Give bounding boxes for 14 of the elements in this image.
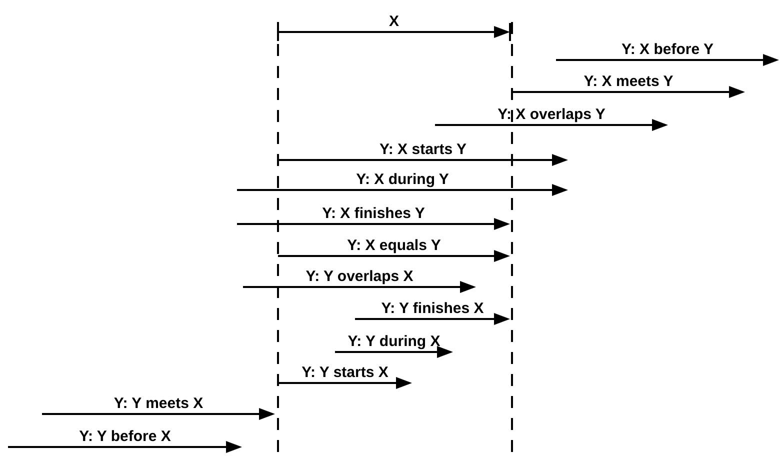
interval-label: Y: Y during X: [348, 334, 440, 350]
interval-label: X: [389, 14, 399, 30]
interval-label: Y: Y before X: [79, 429, 171, 445]
interval-label: Y: X during Y: [356, 172, 449, 188]
interval-label: Y: Y overlaps X: [306, 269, 414, 285]
interval-label: Y: X starts Y: [380, 142, 466, 158]
interval-label: Y: Y starts X: [302, 365, 388, 381]
interval-label: Y: X equals Y: [347, 238, 441, 254]
interval-label: Y: Y finishes X: [381, 301, 484, 317]
interval-label: Y: Y meets X: [114, 396, 204, 412]
interval-label: Y: X before Y: [622, 42, 714, 58]
interval-label: Y: X finishes Y: [322, 206, 425, 222]
interval-label: Y: X meets Y: [584, 74, 674, 90]
interval-label: Y: X overlaps Y: [498, 107, 606, 123]
